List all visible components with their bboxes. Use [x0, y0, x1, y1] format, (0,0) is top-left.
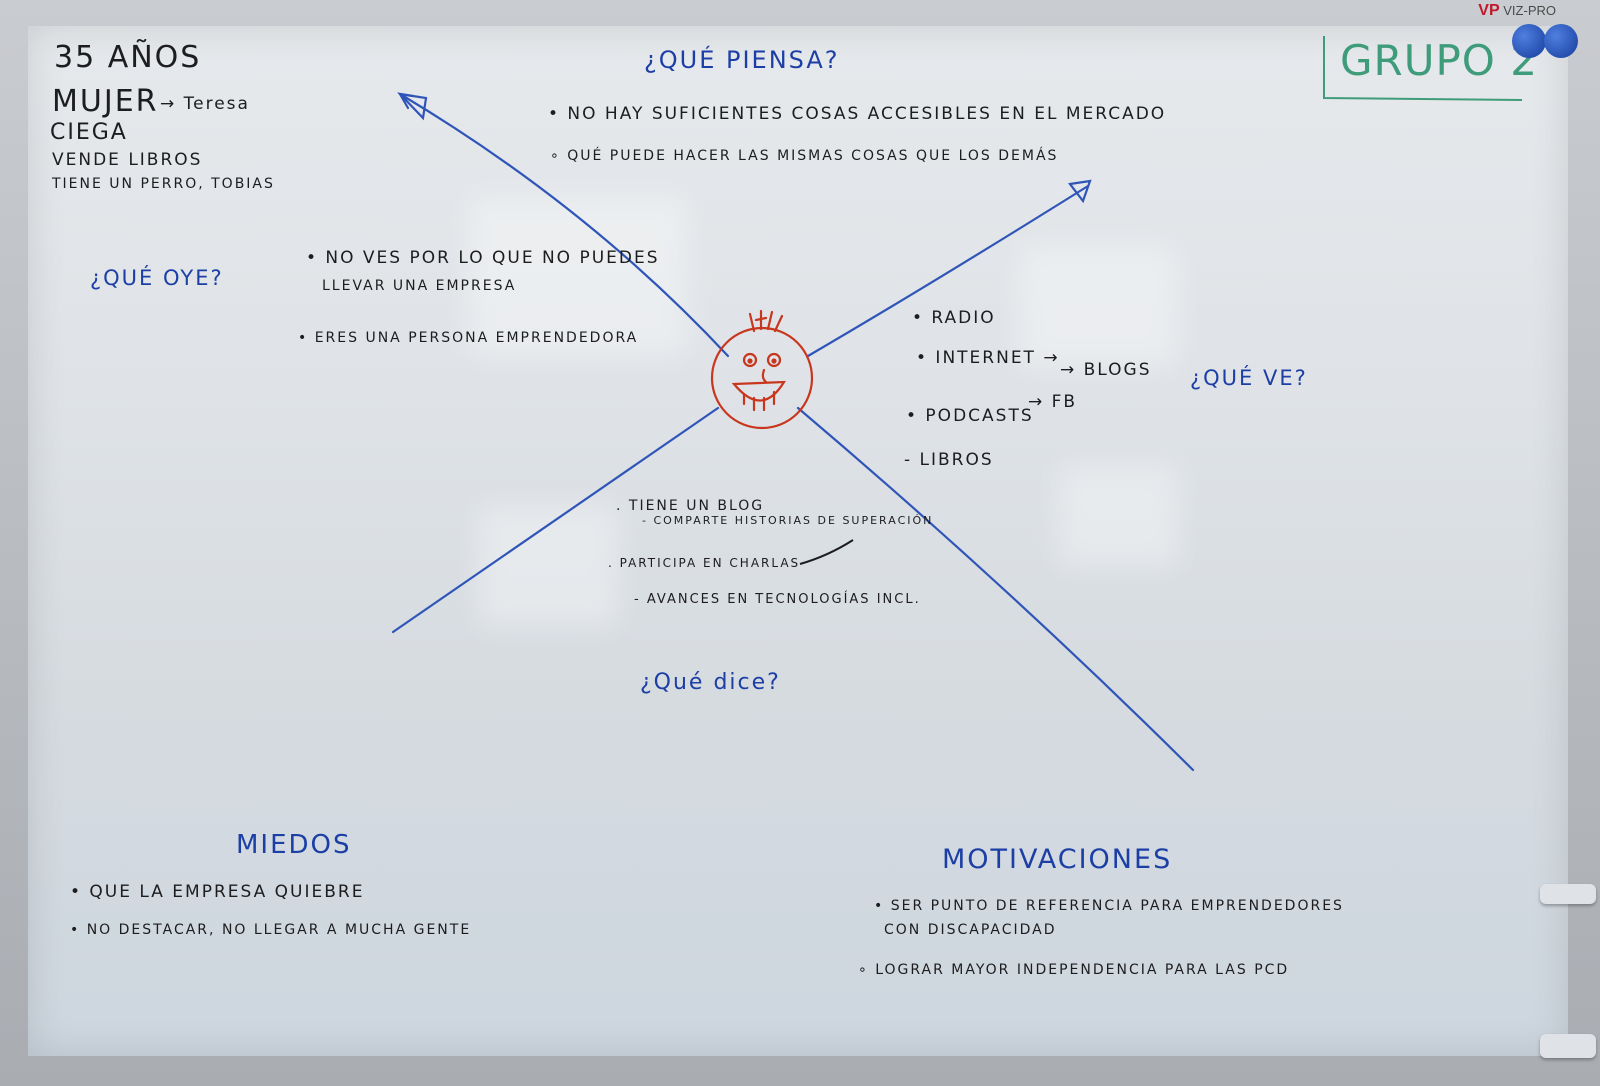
dice-title: ¿Qué dice? [640, 670, 781, 695]
persona-face-icon [710, 309, 814, 430]
miedos-item: • NO DESTACAR, NO LLEGAR A MUCHA GENTE [70, 922, 472, 938]
window-reflection [1018, 246, 1178, 366]
oye-item: LLEVAR UNA EMPRESA [322, 278, 517, 294]
dice-item: . TIENE UN BLOG [616, 498, 765, 514]
persona-trait: CIEGA [50, 120, 128, 145]
ve-item: • PODCASTS [906, 406, 1034, 426]
dice-item: - AVANCES EN TECNOLOGÍAS INCL. [634, 592, 921, 607]
diagonal-line-bottom-right [796, 406, 1195, 772]
miedos-item: • QUE LA EMPRESA QUIEBRE [70, 882, 365, 902]
persona-name: → Teresa [160, 94, 250, 114]
group-label: GRUPO 2 [1340, 36, 1538, 85]
motivaciones-item: • SER PUNTO DE REFERENCIA PARA EMPRENDED… [874, 898, 1344, 914]
diagonal-line-bottom-left [391, 406, 720, 634]
persona-age: 35 AÑOS [54, 40, 202, 75]
diagonal-line-top-left [398, 92, 730, 358]
empathy-map-lines [391, 36, 1523, 772]
marker-tray [1540, 884, 1596, 904]
ve-item: → BLOGS [1060, 360, 1152, 380]
window-reflection [468, 196, 688, 356]
piensa-item: • NO HAY SUFICIENTES COSAS ACCESIBLES EN… [548, 104, 1167, 124]
oye-title: ¿QUÉ OYE? [90, 266, 224, 290]
persona-gender: MUJER [52, 84, 159, 119]
magnet-icon [1512, 24, 1546, 58]
persona-job: VENDE LIBROS [52, 150, 203, 170]
diagonal-line-top-right [806, 184, 1090, 358]
marker-tray [1540, 1034, 1596, 1058]
ve-item: - LIBROS [904, 450, 994, 470]
motivaciones-item: CON DISCAPACIDAD [884, 922, 1057, 938]
magnet-icon [1544, 24, 1578, 58]
brand-logo: VP VIZ-PRO [1478, 2, 1556, 19]
group-box-line [1323, 36, 1523, 101]
arrow-head-top-right [1067, 179, 1092, 204]
miedos-title: MIEDOS [236, 830, 352, 860]
motivaciones-title: MOTIVACIONES [942, 844, 1173, 875]
dice-item: - COMPARTE HISTORIAS DE SUPERACIÓN [642, 514, 934, 527]
dice-item: . PARTICIPA EN CHARLAS [608, 556, 801, 570]
ve-title: ¿QUÉ VE? [1190, 366, 1308, 390]
charlas-arrow [799, 539, 854, 565]
oye-item: • ERES UNA PERSONA EMPRENDEDORA [298, 330, 639, 346]
whiteboard: 35 AÑOS MUJER → Teresa CIEGA VENDE LIBRO… [28, 26, 1568, 1056]
window-reflection [1058, 466, 1178, 566]
persona-pet: TIENE UN PERRO, TOBIAS [52, 176, 275, 192]
ve-item: → FB [1028, 392, 1078, 412]
motivaciones-item: ∘ LOGRAR MAYOR INDEPENDENCIA PARA LAS PC… [858, 962, 1290, 978]
piensa-title: ¿QUÉ PIENSA? [644, 46, 840, 74]
ve-item: • RADIO [912, 308, 996, 328]
ve-item: • INTERNET → [916, 348, 1060, 368]
oye-item: • NO VES POR LO QUE NO PUEDES [306, 248, 660, 268]
arrow-head-top-left [396, 92, 428, 121]
piensa-item: ∘ QUÉ PUEDE HACER LAS MISMAS COSAS QUE L… [550, 148, 1059, 164]
